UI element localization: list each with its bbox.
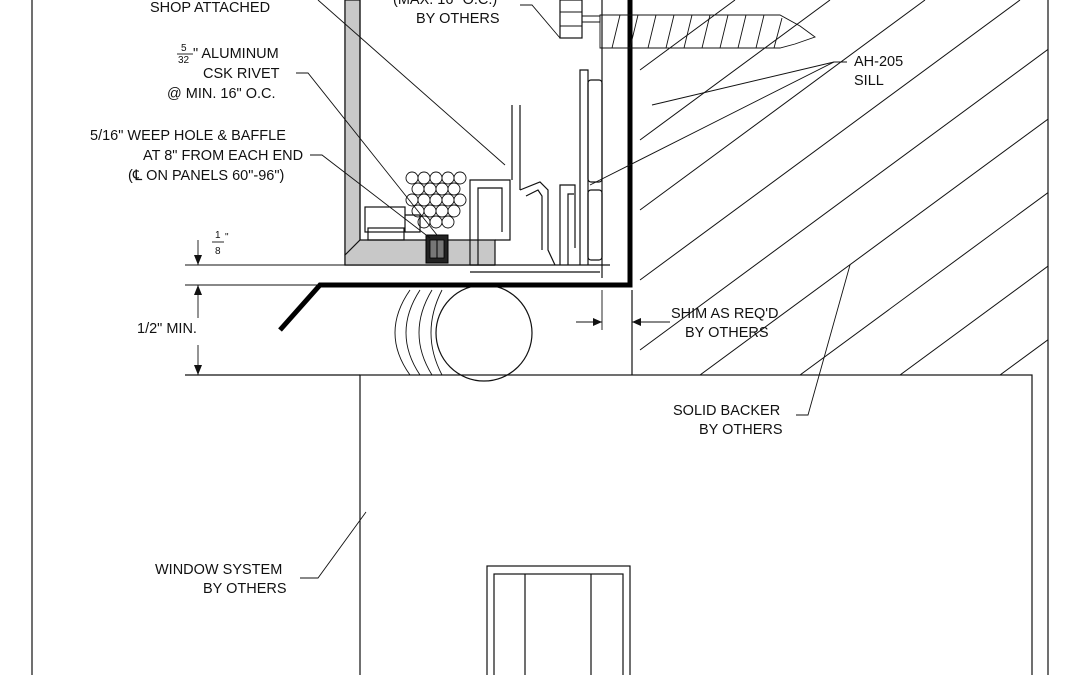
label-rivet-line3: @ MIN. 16" O.C. [167, 86, 276, 102]
label-window-line2: BY OTHERS [203, 581, 287, 597]
drawing-border [31, 0, 1049, 675]
leader-sill-b [651, 61, 835, 106]
label-rivet-den: 32 [178, 55, 190, 66]
label-fastener-spacing: (MAX. 16" O.C.) [393, 0, 497, 8]
label-gap-num: 1 [215, 230, 221, 241]
weep-baffle [405, 171, 467, 229]
label-backer-line2: BY OTHERS [699, 422, 783, 438]
label-rivet-line2: CSK RIVET [203, 66, 280, 82]
label-backer-line1: SOLID BACKER [673, 403, 780, 419]
label-weep-line2: AT 8" FROM EACH END [143, 148, 303, 164]
leader-rivet [296, 72, 438, 236]
leader-backer [796, 264, 851, 416]
window-system-block [185, 374, 1033, 675]
dimension-shim-marks [576, 290, 670, 330]
leader-window [300, 511, 367, 579]
aluminum-rivet [425, 234, 449, 264]
wall-substrate-hatch [639, 0, 1048, 375]
label-window-line1: WINDOW SYSTEM [155, 562, 282, 578]
self-drilling-screw [559, 0, 816, 49]
label-sill-line1: AH-205 [854, 54, 903, 70]
label-shop-attached: SHOP ATTACHED [150, 0, 270, 16]
leader-weep [310, 154, 431, 239]
label-shim-line2: BY OTHERS [685, 325, 769, 341]
label-joint-min: 1/2" MIN. [137, 321, 197, 337]
label-weep-line3: (℄ ON PANELS 60"-96") [128, 168, 284, 184]
label-fastener-by-others: BY OTHERS [416, 11, 500, 27]
label-gap-den: 8 [215, 246, 221, 257]
label-sill-line2: SILL [854, 73, 884, 89]
label-gap-unit: " [225, 232, 229, 243]
label-rivet-line1: " ALUMINUM [193, 46, 279, 62]
dimension-gap-marks [185, 240, 345, 286]
label-weep-line1: 5/16" WEEP HOLE & BAFFLE [90, 128, 286, 144]
ah205-sill-extrusion [469, 0, 610, 278]
leader-shop-attached [317, 0, 506, 166]
label-rivet-num: 5 [181, 43, 187, 54]
panel-extrusion [364, 206, 421, 241]
sill-flashing [278, 0, 633, 332]
dimension-joint-marks [194, 285, 202, 375]
label-shim-line1: SHIM AS REQ'D [671, 306, 779, 322]
backer-rod-sealant [394, 284, 533, 382]
leader-fastener [520, 4, 561, 39]
